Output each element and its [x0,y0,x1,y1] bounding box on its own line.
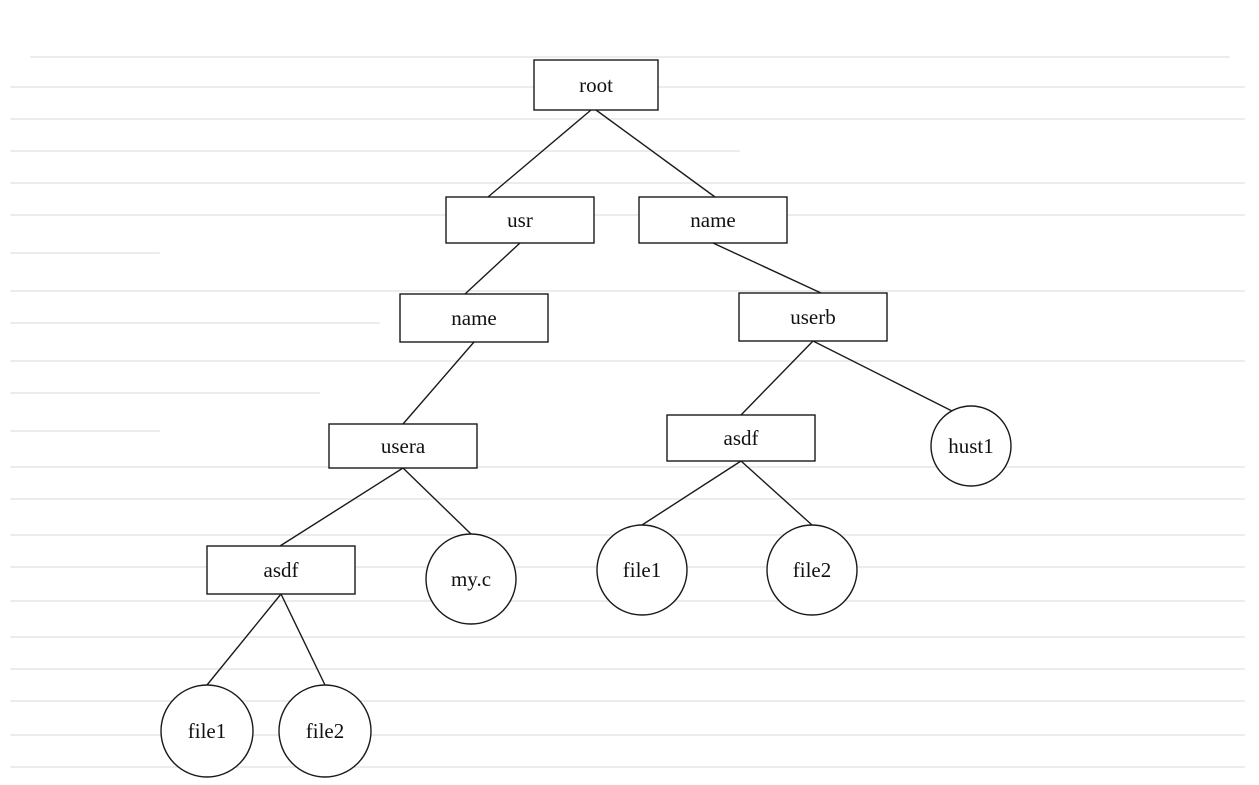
bleed-through-stroke [10,700,1245,702]
bleed-through-stroke [10,498,1245,500]
node-usera-label: usera [381,434,426,458]
node-hust1: hust1 [930,405,1012,487]
bleed-through-stroke [10,214,1245,216]
node-file2_b-circle [766,524,858,616]
bleed-through-stroke [10,466,1245,468]
bleed-through-stroke [10,668,1245,670]
edge-usera-to-asdf_a [279,467,404,547]
node-file2_a: file2 [278,684,372,778]
bleed-through-stroke [30,56,1230,58]
edge-userb-to-asdf_b [740,340,814,416]
node-file2_a-circle [278,684,372,778]
node-asdf_a: asdf [206,545,356,595]
bleed-through-stroke [10,766,1245,768]
node-name_usr-label: name [451,306,496,330]
node-usera-box [328,423,478,469]
node-usr-box [445,196,595,244]
bleed-through-stroke [10,322,380,324]
node-asdf_a-box [206,545,356,595]
node-file1_b-circle [596,524,688,616]
node-file1_b: file1 [596,524,688,616]
bleed-through-stroke [10,118,1245,120]
node-root: root [533,59,659,111]
node-name_top-label: name [690,208,735,232]
node-file2_a-label: file2 [306,719,344,743]
node-file1_a: file1 [160,684,254,778]
edge-asdf_a-to-file2_a [280,593,326,686]
edge-name_top-to-userb [712,242,822,294]
bleed-through-stroke [10,150,740,152]
node-userb-label: userb [790,305,836,329]
node-userb: userb [738,292,888,342]
node-myc: my.c [425,533,517,625]
node-myc-circle [425,533,517,625]
node-root-label: root [579,73,613,97]
tree-edges [206,109,953,686]
node-name_usr-box [399,293,549,343]
edge-name_usr-to-usera [402,341,475,425]
node-file1_b-label: file1 [623,558,661,582]
edge-asdf_a-to-file1_a [206,593,282,686]
bleed-through-stroke [10,430,160,432]
node-usr: usr [445,196,595,244]
node-asdf_b-label: asdf [724,426,759,450]
node-usr-label: usr [507,208,533,232]
node-file1_a-circle [160,684,254,778]
node-asdf_b: asdf [666,414,816,462]
node-file2_b-label: file2 [793,558,831,582]
node-name_usr: name [399,293,549,343]
bleed-through-stroke [10,392,320,394]
node-asdf_b-box [666,414,816,462]
edge-asdf_b-to-file2_b [740,460,813,526]
bleed-through-stroke [10,636,1245,638]
node-myc-label: my.c [451,567,491,591]
edge-userb-to-hust1 [812,340,953,412]
node-name_top: name [638,196,788,244]
bleed-through-stroke [10,252,160,254]
node-userb-box [738,292,888,342]
node-file1_a-label: file1 [188,719,226,743]
bleed-through-stroke [10,734,1245,736]
node-asdf_a-label: asdf [264,558,299,582]
edge-asdf_b-to-file1_b [641,460,742,526]
bleed-through-stroke [10,360,1245,362]
edge-root-to-usr [487,109,592,198]
tree-nodes: root usr name name userb usera asdf hust1 asdf my… [160,59,1012,778]
node-name_top-box [638,196,788,244]
node-root-box [533,59,659,111]
bleed-through-stroke [10,290,1245,292]
node-hust1-label: hust1 [948,434,994,458]
node-file2_b: file2 [766,524,858,616]
node-usera: usera [328,423,478,469]
node-hust1-circle [930,405,1012,487]
edge-usr-to-name_usr [464,242,521,295]
edge-root-to-name_top [595,109,716,198]
bleed-through-stroke [10,182,1245,184]
edge-usera-to-myc [402,467,472,535]
